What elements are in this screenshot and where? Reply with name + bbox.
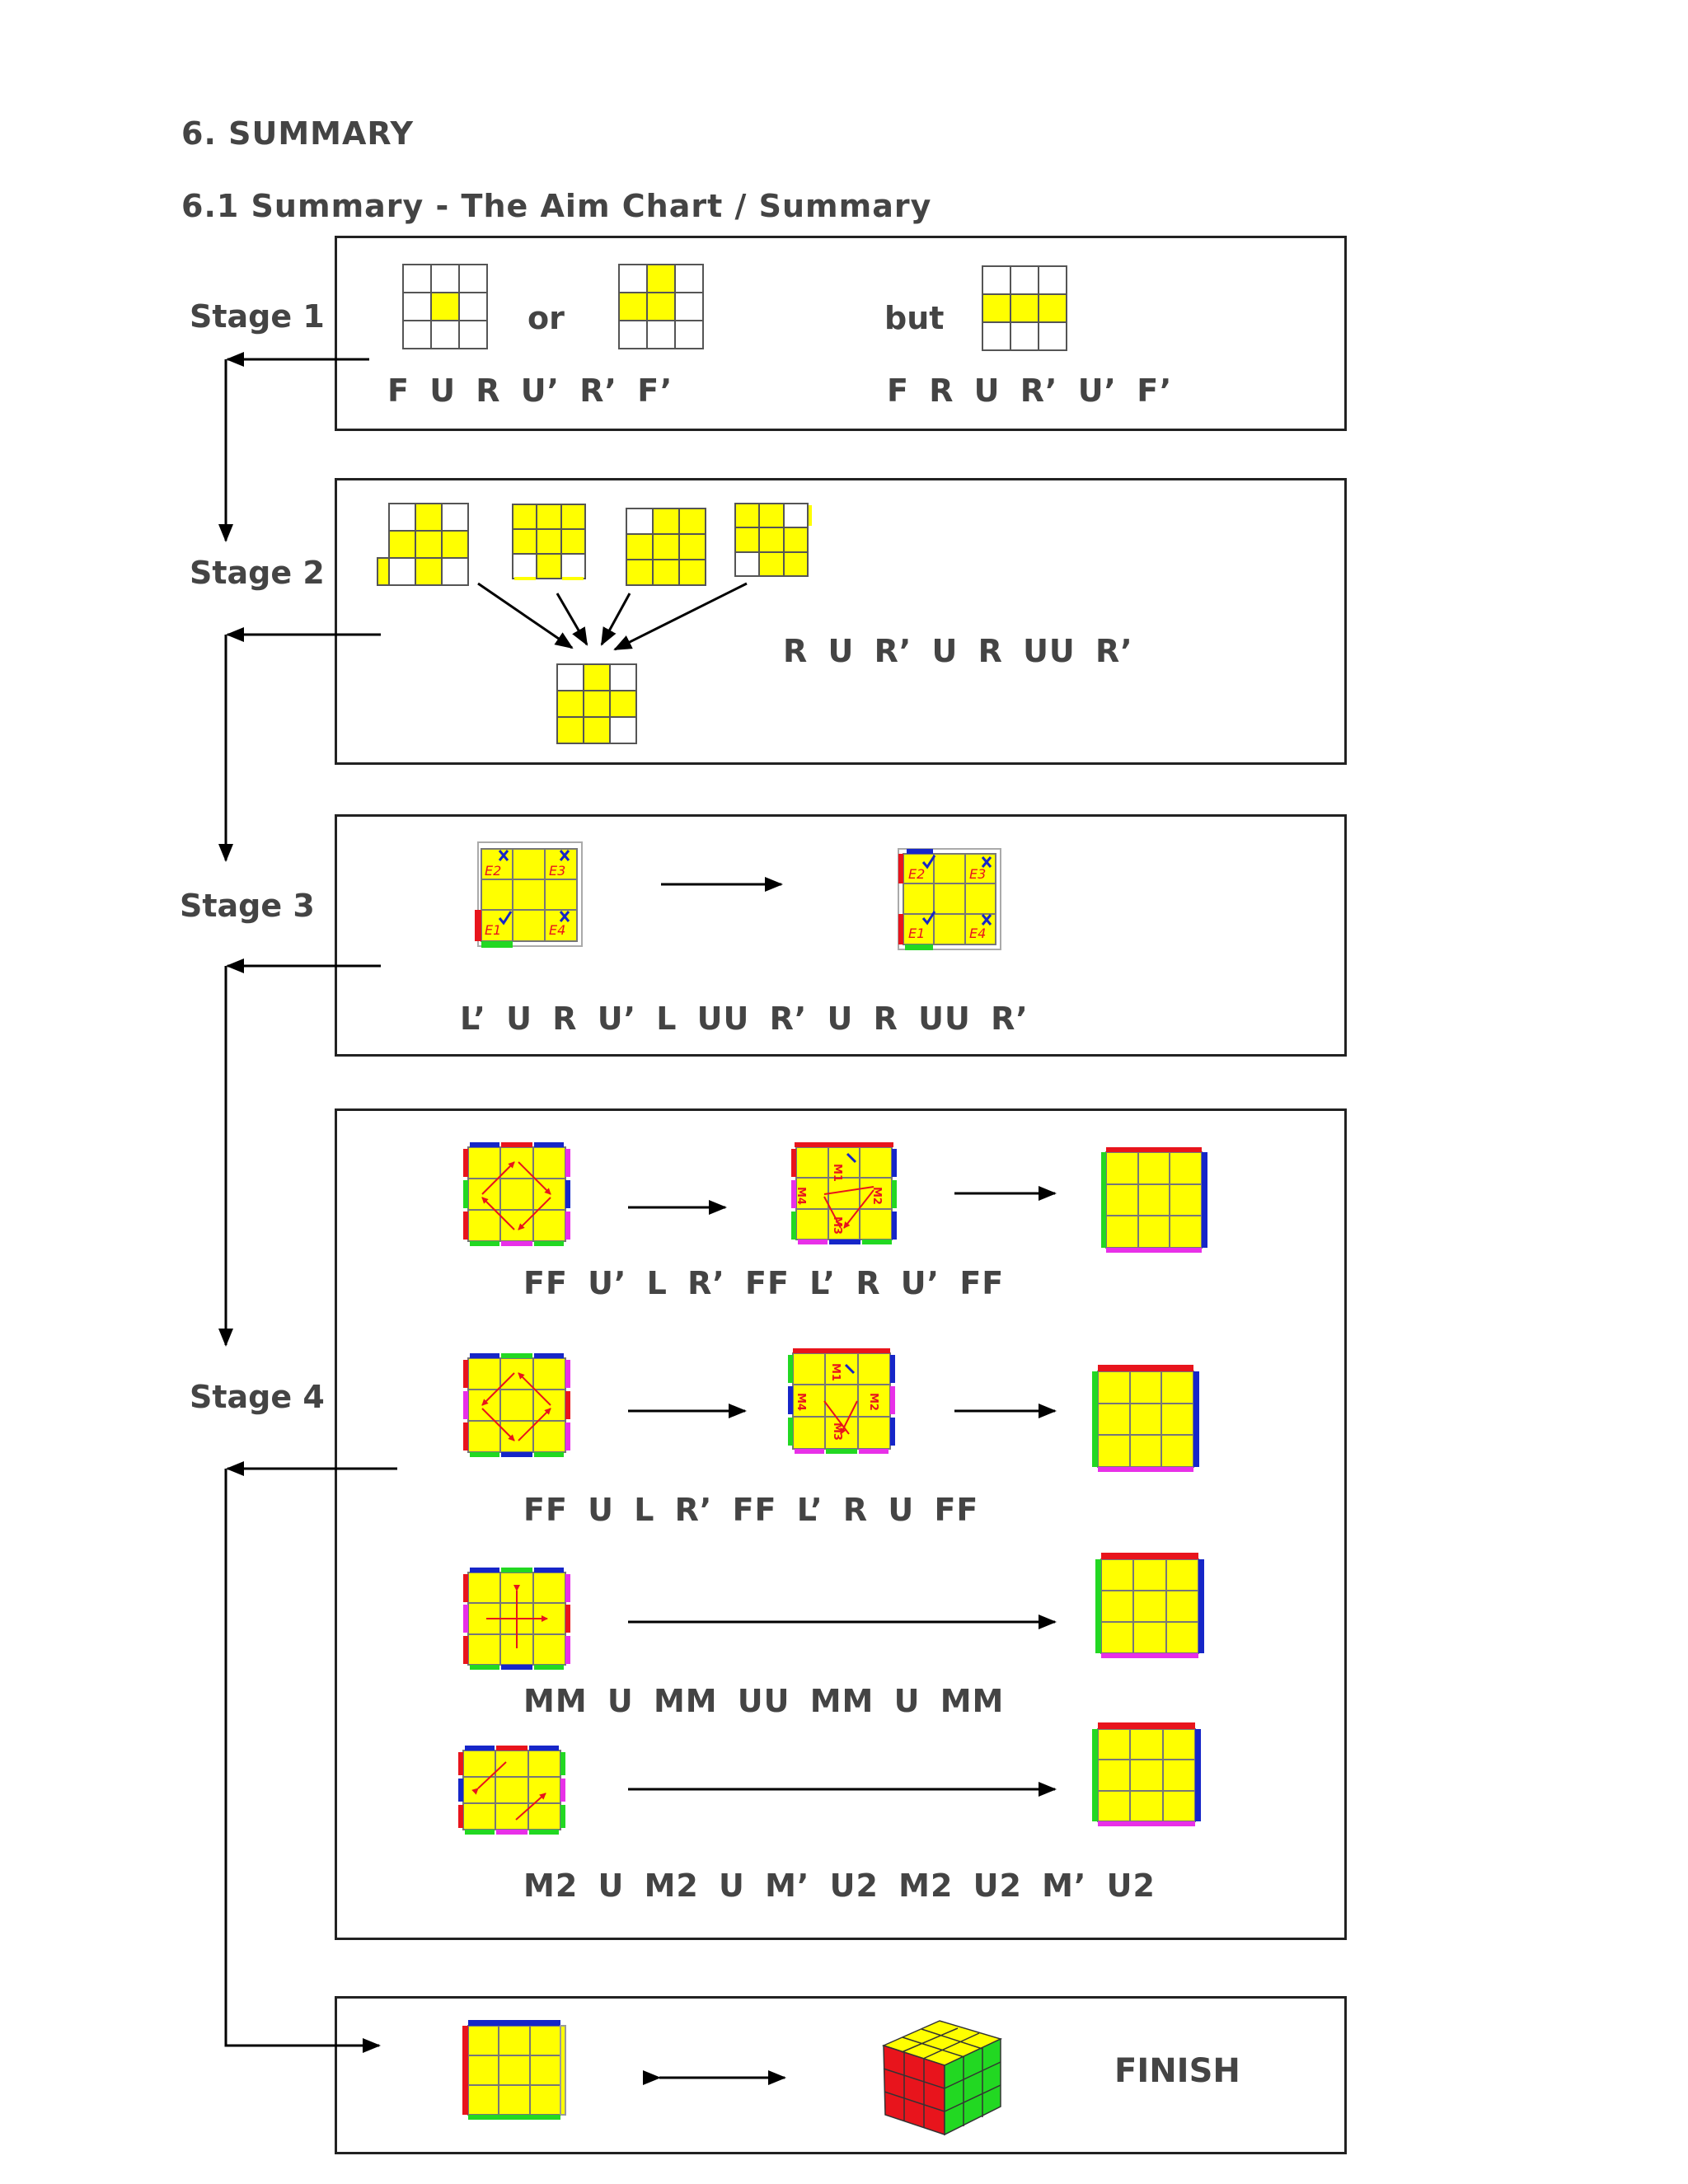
stage-3-label: Stage 3 [180, 888, 315, 924]
stage-1-box [335, 236, 1347, 431]
flow-arrows [218, 352, 397, 2053]
stage-1-algorithm-b: F R U R’ U’ F’ [887, 373, 1173, 409]
svg-text:E1: E1 [908, 926, 925, 941]
solved-cube-icon [881, 2020, 1003, 2136]
stage-1-pattern-l [618, 264, 704, 349]
stage-3-algorithm: L’ U R U’ L UU R’ U R UU R’ [460, 1001, 1029, 1037]
svg-text:E2: E2 [485, 863, 501, 879]
stage-2-pattern-3 [626, 508, 706, 586]
stage-3-after-face: E2 E3 E1 E4 [898, 848, 1001, 950]
stage-1-algorithm-a: F U R U’ R’ F’ [387, 373, 673, 409]
svg-text:M1: M1 [831, 1164, 843, 1182]
stage-4-row2-solved [1092, 1365, 1199, 1472]
stage-2-pattern-2 [512, 504, 586, 580]
svg-text:E3: E3 [549, 863, 565, 879]
stage-1-pattern-line [982, 265, 1067, 351]
svg-text:E1: E1 [485, 922, 501, 938]
svg-text:M2: M2 [870, 1187, 883, 1205]
stage-1-pattern-dot [402, 264, 488, 349]
stage-4-row1-start [463, 1142, 570, 1246]
stage-2-result-pattern [556, 663, 637, 744]
stage-4-algorithm-2: FF U L R’ FF L’ R U FF [523, 1492, 979, 1528]
stage-4-row2-start [463, 1353, 570, 1457]
stage-4-row4-start [458, 1746, 565, 1835]
svg-text:M4: M4 [795, 1187, 807, 1205]
finish-label: FINISH [1114, 2052, 1240, 2090]
svg-text:E4: E4 [549, 922, 565, 938]
stage-4-row4-solved [1092, 1722, 1201, 1826]
svg-text:M4: M4 [795, 1393, 807, 1411]
or-word: or [528, 300, 565, 336]
finish-face [462, 2020, 566, 2120]
stage-4-algorithm-4: M2 U M2 U M’ U2 M2 U2 M’ U2 [523, 1868, 1156, 1904]
svg-text:M2: M2 [867, 1393, 879, 1411]
stage-4-row3-start [463, 1568, 570, 1670]
stage-4-algorithm-1: FF U’ L R’ FF L’ R U’ FF [523, 1265, 1005, 1301]
stage-1-label: Stage 1 [190, 298, 325, 335]
subsection-title: 6.1 Summary - The Aim Chart / Summary [181, 188, 932, 224]
stage-2-label: Stage 2 [190, 555, 325, 591]
stage-4-row1-middle: M1 M2 M3 M4 [791, 1142, 897, 1244]
stage-2-pattern-4 [734, 503, 812, 577]
stage-3-before-face: E2 E3 E1 E4 [475, 841, 583, 948]
stage-4-row3-solved [1095, 1553, 1204, 1658]
stage-4-label: Stage 4 [190, 1379, 325, 1415]
svg-text:E3: E3 [969, 866, 986, 882]
stage-2-converge-arrows [477, 582, 748, 651]
svg-text:M1: M1 [829, 1363, 842, 1381]
stage-4-row2-middle: M1 M2 M3 M4 [788, 1348, 895, 1454]
stage-2-box [335, 478, 1347, 765]
but-word: but [884, 300, 945, 336]
stage-2-pattern-1 [377, 503, 469, 586]
svg-text:M3: M3 [831, 1216, 843, 1235]
stage-2-algorithm: R U R’ U R UU R’ [783, 633, 1133, 669]
svg-text:E4: E4 [969, 926, 986, 941]
stage-4-row1-solved [1101, 1147, 1207, 1253]
stage-4-algorithm-3: MM U MM UU MM U MM [523, 1683, 1005, 1719]
section-title: 6. SUMMARY [181, 115, 415, 152]
svg-text:E2: E2 [908, 866, 925, 882]
svg-text:M3: M3 [831, 1422, 843, 1441]
